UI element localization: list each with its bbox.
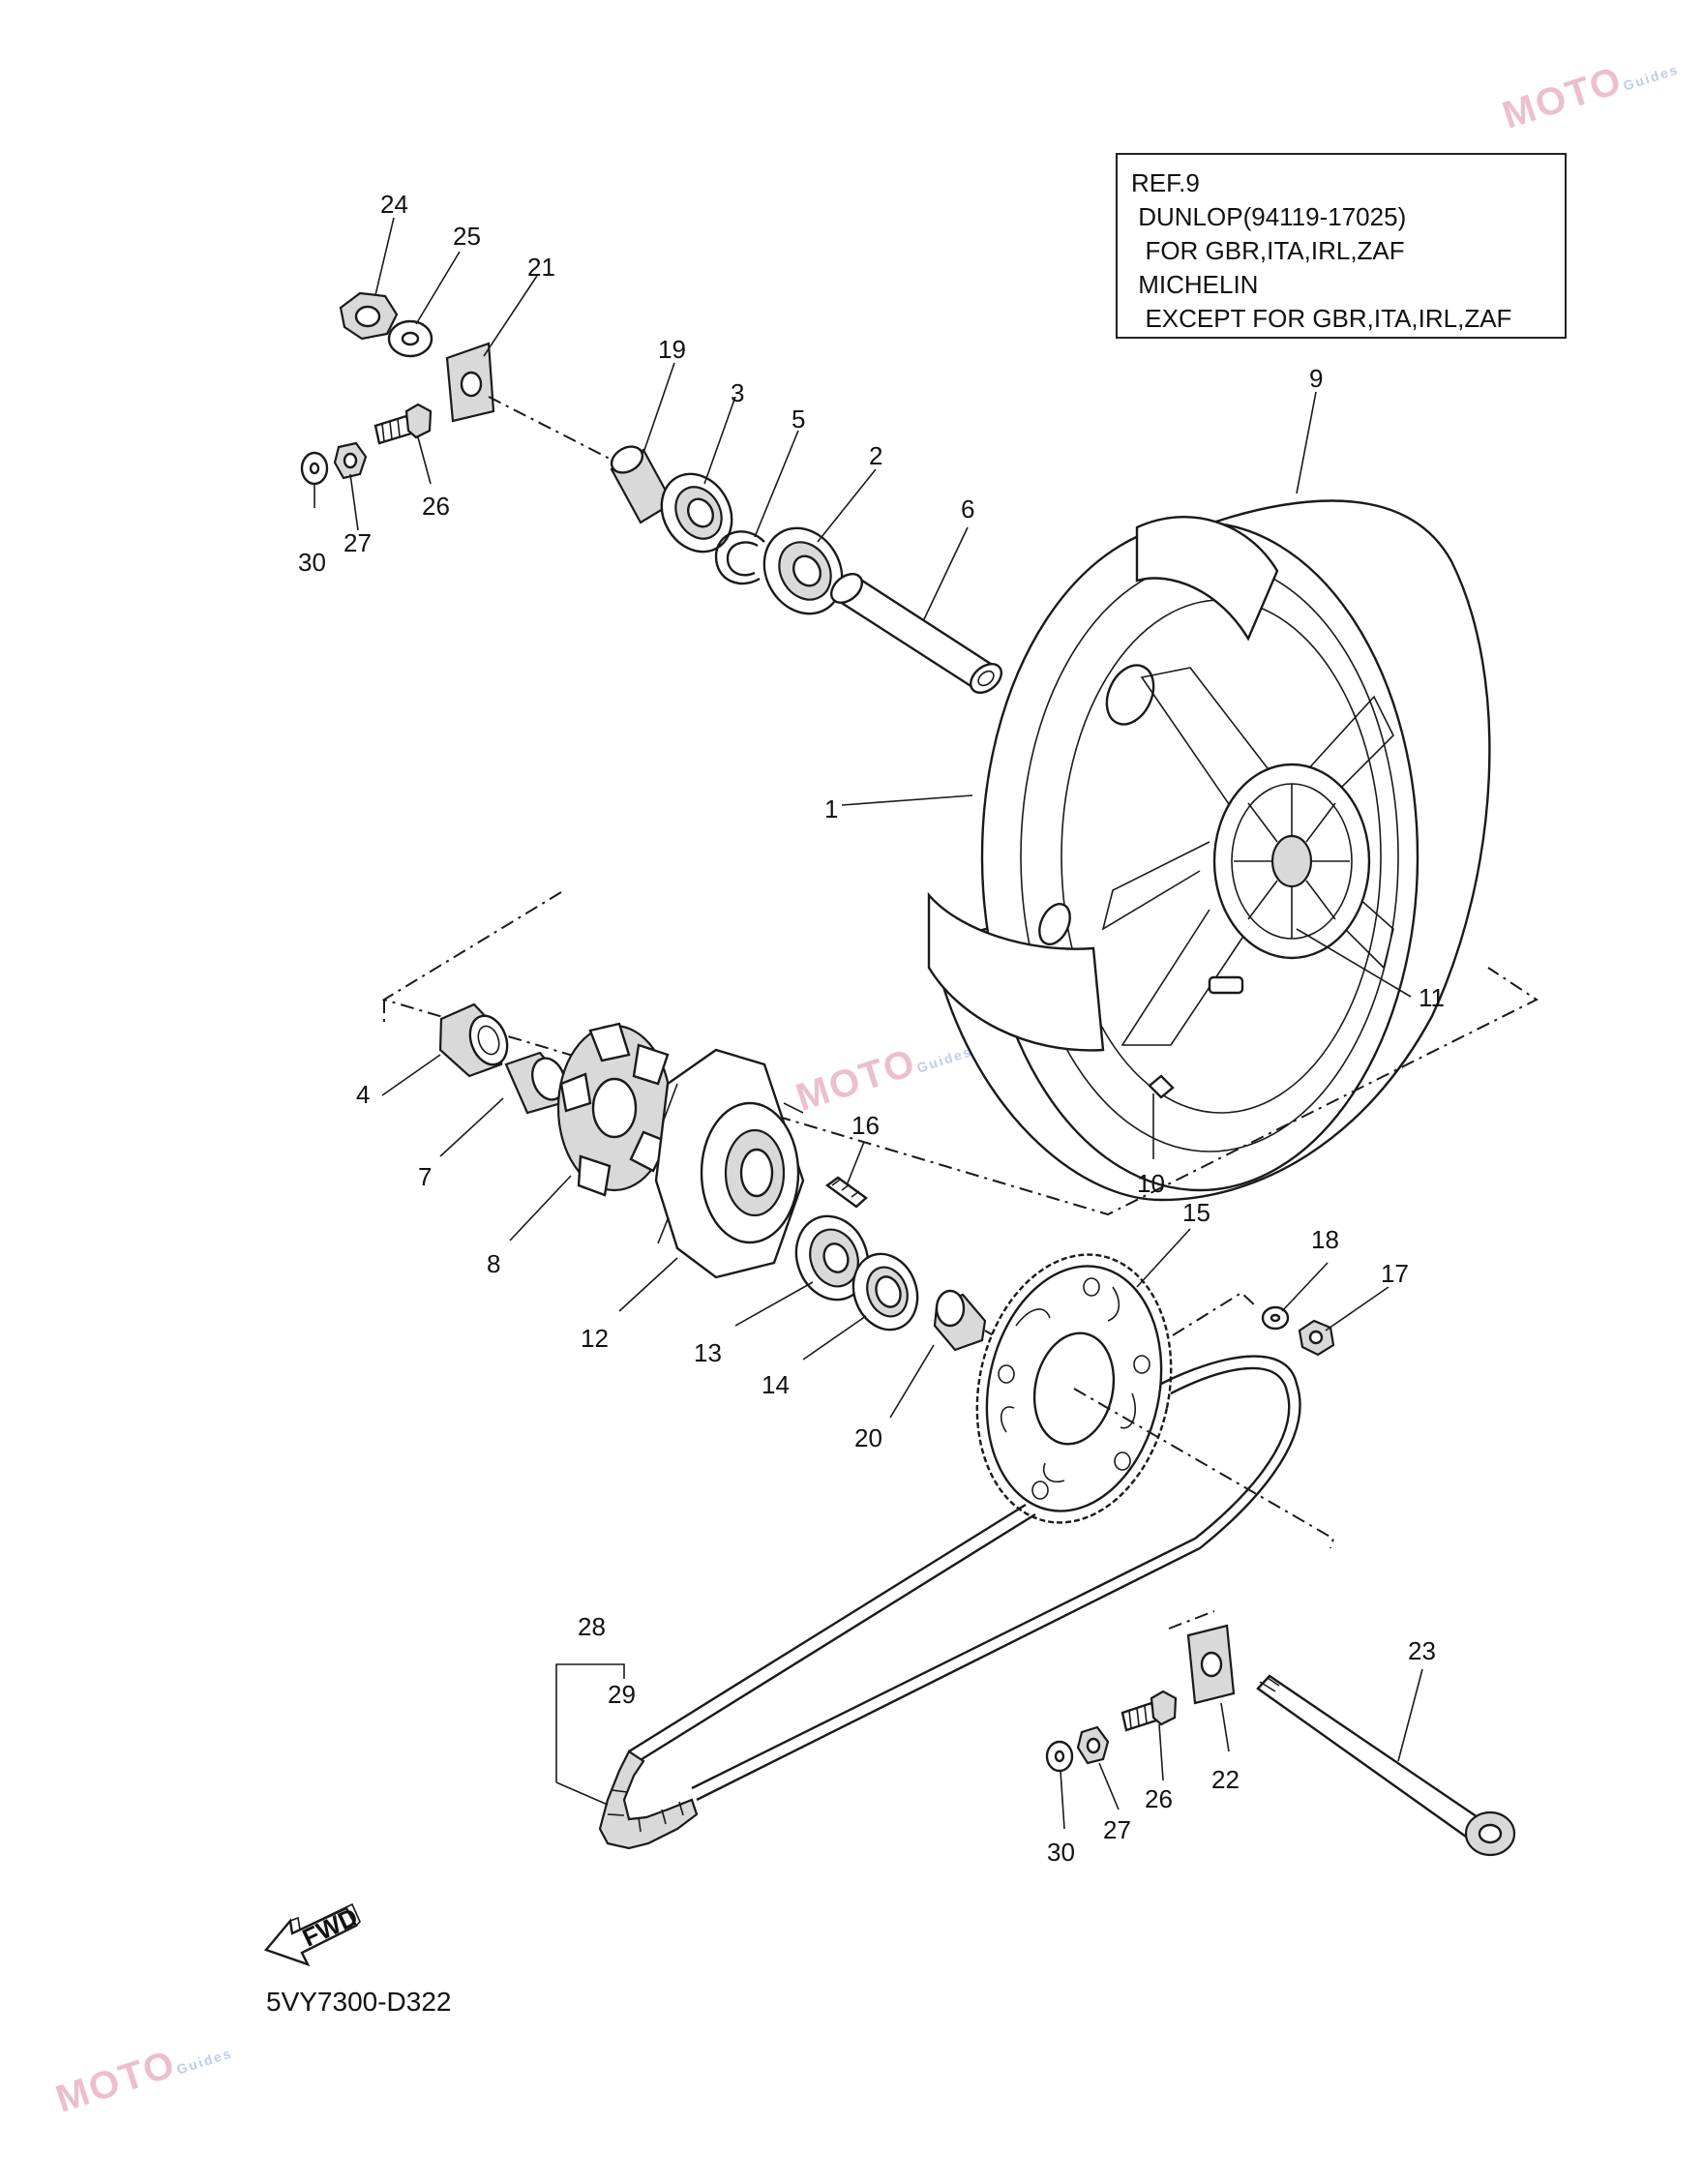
callout-19: 19 [658, 335, 686, 364]
washer-25 [387, 319, 433, 358]
callout-11: 11 [1419, 983, 1445, 1012]
nut-17 [1298, 1319, 1335, 1357]
callout-17: 17 [1381, 1259, 1409, 1288]
bearing-3 [660, 472, 733, 553]
callout-2: 2 [869, 441, 882, 470]
collar-20 [933, 1289, 987, 1352]
callout-4: 4 [356, 1080, 370, 1109]
spacer-6 [830, 573, 1002, 694]
callout-14: 14 [762, 1370, 790, 1399]
callout-13: 13 [694, 1338, 722, 1367]
washer-30-bottom [1045, 1740, 1074, 1773]
callout-27-top: 27 [344, 528, 372, 557]
adjust-bolt-26-bottom [1120, 1690, 1178, 1732]
callout-18: 18 [1311, 1225, 1339, 1254]
bearing-4 [438, 1002, 509, 1078]
callout-1: 1 [824, 794, 838, 823]
callout-24: 24 [380, 190, 408, 219]
ref-line-2: DUNLOP(94119-17025) [1131, 202, 1407, 231]
chain-puller-22 [1186, 1624, 1236, 1705]
callout-7: 7 [418, 1162, 432, 1191]
bearing-2 [762, 526, 844, 615]
clutch-hub-12 [654, 1048, 805, 1279]
callout-10: 10 [1137, 1169, 1165, 1198]
callout-16: 16 [852, 1111, 880, 1140]
callout-3: 3 [731, 378, 744, 407]
washer-18 [1261, 1305, 1290, 1331]
damper-8 [556, 1022, 672, 1197]
callout-9: 9 [1309, 364, 1323, 393]
axle-23 [1256, 1674, 1516, 1857]
callout-20: 20 [854, 1423, 882, 1452]
ref-line-5: EXCEPT FOR GBR,ITA,IRL,ZAF [1131, 304, 1512, 333]
callout-25: 25 [453, 222, 481, 251]
callout-22: 22 [1211, 1765, 1240, 1794]
callout-26-bottom: 26 [1145, 1784, 1173, 1813]
callout-15: 15 [1182, 1198, 1210, 1227]
nut-27-bottom [1076, 1725, 1110, 1765]
leader-lines [314, 217, 1423, 1830]
callout-12: 12 [581, 1324, 609, 1353]
drive-chain-28 [598, 1355, 1301, 1850]
callout-23: 23 [1408, 1636, 1436, 1665]
axle-nut-24 [339, 291, 399, 341]
forward-arrow-icon: FWD [263, 1901, 362, 1967]
circlip-5 [714, 530, 765, 585]
ref-line-4: MICHELIN [1131, 270, 1259, 299]
callout-30-bottom: 30 [1047, 1838, 1075, 1867]
callout-30-top: 30 [298, 548, 326, 577]
callout-6: 6 [961, 494, 974, 524]
ref-line-1: REF.9 [1131, 168, 1200, 197]
callout-numbers: 1 2 3 4 5 6 7 8 9 10 11 12 13 14 15 16 1… [298, 190, 1445, 1867]
chain-puller-21 [445, 342, 495, 423]
callout-5: 5 [792, 404, 805, 434]
callout-29: 29 [608, 1680, 636, 1709]
adjust-bolt-26-top [373, 403, 433, 445]
callout-8: 8 [487, 1249, 500, 1278]
fwd-label: FWD [298, 1901, 362, 1952]
washer-30-top [300, 451, 329, 486]
rear-wheel-tire [927, 499, 1491, 1202]
callout-27-bottom: 27 [1103, 1815, 1131, 1844]
diagram-code: 5VY7300-D322 [266, 1987, 452, 2017]
stud-16 [824, 1176, 868, 1209]
callout-21: 21 [527, 253, 555, 282]
callout-28: 28 [578, 1612, 606, 1641]
callout-26-top: 26 [422, 492, 450, 521]
reference-note-box: REF.9 DUNLOP(94119-17025) FOR GBR,ITA,IR… [1116, 153, 1567, 339]
bearing-13 [794, 1214, 870, 1301]
ref-line-3: FOR GBR,ITA,IRL,ZAF [1131, 236, 1405, 265]
nut-27-top [333, 441, 368, 480]
oil-seal-14 [852, 1252, 919, 1331]
